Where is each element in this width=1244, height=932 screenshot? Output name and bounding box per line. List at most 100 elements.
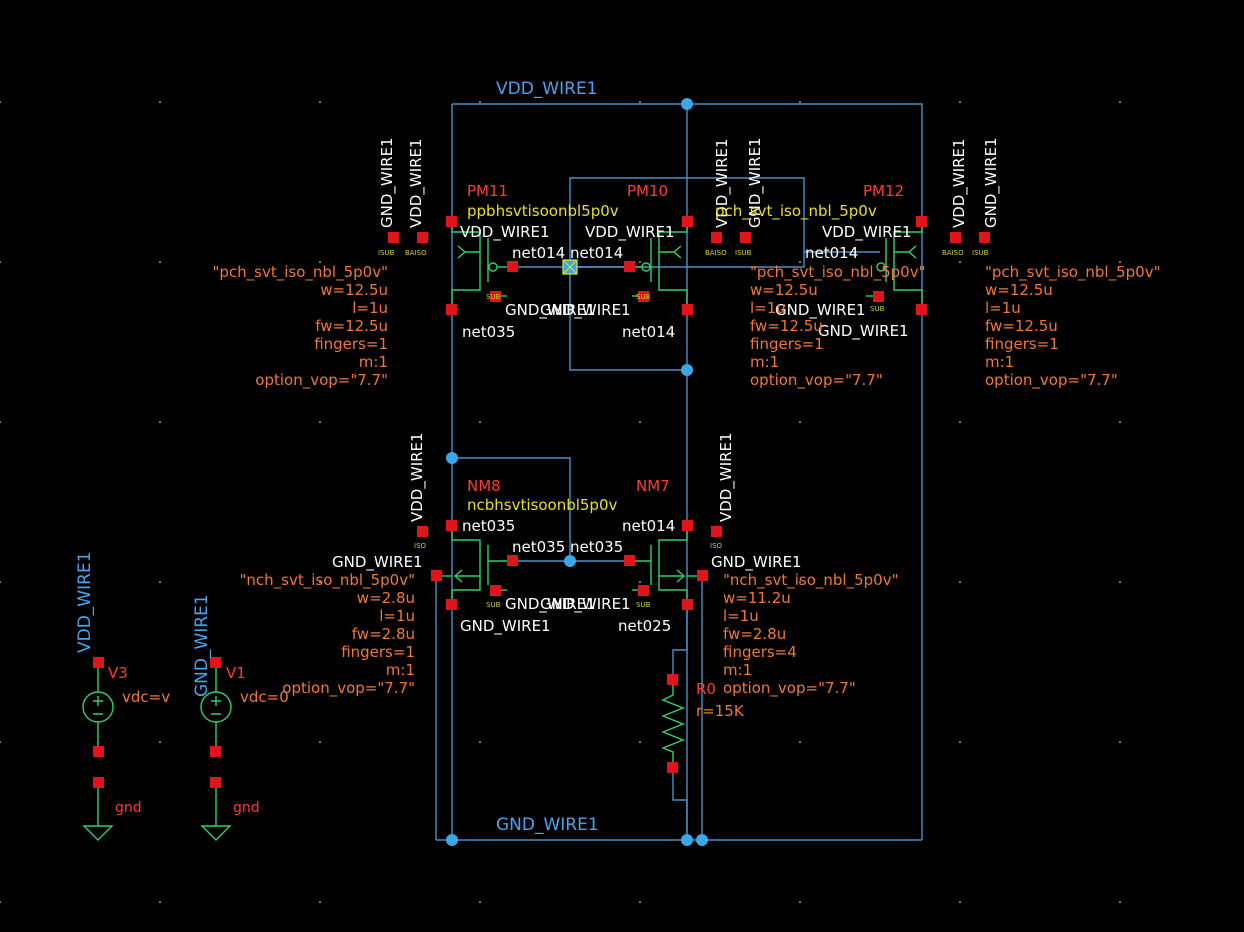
pin[interactable] [431, 570, 442, 581]
grid-dot [319, 421, 321, 423]
pm12-sub-label-b: GND_WIRE1 [818, 322, 909, 341]
nm7-bottom-label: net025 [618, 617, 671, 635]
pin[interactable] [210, 657, 221, 668]
pm10-box-wire[interactable] [569, 177, 805, 268]
pin[interactable] [682, 304, 693, 315]
pin[interactable] [667, 674, 678, 685]
pm11-drain-label: net035 [462, 323, 515, 341]
nm-cell-name: ncbhsvtisoonbl5p0v [467, 496, 617, 514]
r0-resistor-symbol[interactable] [661, 680, 685, 767]
pin[interactable] [417, 232, 428, 243]
pin[interactable] [740, 232, 751, 243]
pm11-cell-param: "pch_svt_iso_nbl_5p0v" [213, 263, 389, 282]
junction-dot[interactable] [446, 834, 458, 846]
parameters: "pch_svt_iso_nbl_5p0v" w=12.5ul=1ufw=12.… [122, 263, 1161, 720]
nm8-symbol[interactable] [436, 525, 512, 605]
pin[interactable] [697, 570, 708, 581]
grid-dot [799, 261, 801, 263]
nm-gate-label-b: net035 [570, 538, 623, 556]
nm-box-wire[interactable] [452, 457, 571, 561]
r0-bottom-wire[interactable] [672, 767, 688, 840]
pm10-param-list: w=12.5ul=1ufw=12.5ufingers=1m:1option_vo… [750, 281, 883, 390]
instance-labels: PM11 PM10 PM12 NM8 NM7 R0 V3 V1 ppbhsvti… [108, 182, 904, 698]
pin[interactable] [711, 232, 722, 243]
pin-tags: ISUB BAISO BAISO ISUB BAISO ISUB SUB SUB… [378, 249, 989, 609]
pin[interactable] [979, 232, 990, 243]
grid-dot [1119, 261, 1121, 263]
pin[interactable] [950, 232, 961, 243]
nm8-iso-label: VDD_WIRE1 [408, 432, 427, 522]
pm12-param-line: w=12.5u [985, 281, 1053, 299]
r0-top-wire[interactable] [672, 603, 688, 680]
nm7-iso-label: VDD_WIRE1 [717, 432, 736, 522]
junction-dot[interactable] [446, 452, 458, 464]
pm10-baiso-label: VDD_WIRE1 [713, 138, 732, 228]
pin-tag: ISUB [735, 249, 752, 257]
pm10-param-line: l=1u [750, 299, 786, 317]
pin[interactable] [210, 777, 221, 788]
pm10-symbol[interactable] [630, 222, 688, 310]
junction-dot[interactable] [681, 364, 693, 376]
v3-param: vdc=v [122, 688, 170, 706]
vdd-rail-wire[interactable] [452, 103, 923, 840]
pin[interactable] [446, 216, 457, 227]
grid-dot [959, 421, 961, 423]
grid-dot [639, 101, 641, 103]
pin[interactable] [873, 291, 884, 302]
grid-dot [959, 901, 961, 903]
grid-dot [319, 581, 321, 583]
junction-dot[interactable] [681, 834, 693, 846]
pin[interactable] [624, 261, 635, 272]
grid-dot [479, 741, 481, 743]
pin[interactable] [446, 599, 457, 610]
nm7-param-list: w=11.2ul=1ufw=2.8ufingers=4m:1option_vop… [723, 589, 856, 698]
nm7-symbol[interactable] [630, 525, 702, 605]
pin[interactable] [667, 762, 678, 773]
pm12-symbol[interactable] [866, 222, 923, 310]
grid-dot [159, 101, 161, 103]
pin-tag: ISO [414, 542, 427, 550]
pin[interactable] [916, 216, 927, 227]
pin[interactable] [417, 526, 428, 537]
vdd-rail-label: VDD_WIRE1 [496, 79, 598, 99]
pin[interactable] [682, 216, 693, 227]
junction-dot[interactable] [696, 834, 708, 846]
pin[interactable] [446, 304, 457, 315]
pm12-sub-label-a: GND_WIRE1 [775, 301, 866, 320]
v1-param: vdc=0 [240, 688, 289, 706]
pm10-box-lower-wire[interactable] [569, 267, 687, 371]
pin[interactable] [916, 304, 927, 315]
junction-dot[interactable] [564, 555, 576, 567]
grid-dot [0, 581, 1, 583]
pm10-cell-param: "pch_svt_iso_nbl_5p0v" [750, 263, 926, 282]
pm12-isub-label: GND_WIRE1 [982, 137, 1001, 228]
junction-dot[interactable] [681, 98, 693, 110]
pin[interactable] [507, 555, 518, 566]
pin[interactable] [93, 777, 104, 788]
pin[interactable] [624, 555, 635, 566]
pin[interactable] [682, 520, 693, 531]
pin[interactable] [682, 599, 693, 610]
nm7-drain-label: net014 [622, 517, 675, 535]
pm12-name: PM12 [863, 182, 904, 200]
pin[interactable] [507, 261, 518, 272]
pin[interactable] [638, 585, 649, 596]
r0-name: R0 [696, 680, 716, 698]
pin[interactable] [93, 746, 104, 757]
nm8-param-list: w=2.8ul=1ufw=2.8ufingers=1m:1option_vop=… [282, 589, 415, 698]
nm7-source-label: GND_WIRE1 [711, 553, 802, 572]
pin[interactable] [490, 291, 501, 302]
pin[interactable] [93, 657, 104, 668]
grid-dot [639, 261, 641, 263]
pm11-isub-label: GND_WIRE1 [378, 137, 397, 228]
pin[interactable] [638, 291, 649, 302]
pin[interactable] [490, 585, 501, 596]
grid-dot [799, 901, 801, 903]
pin[interactable] [711, 526, 722, 537]
pin[interactable] [210, 746, 221, 757]
pin-tag: BAISO [405, 249, 427, 257]
v3-name: V3 [108, 664, 128, 682]
pin[interactable] [446, 520, 457, 531]
pin[interactable] [388, 232, 399, 243]
